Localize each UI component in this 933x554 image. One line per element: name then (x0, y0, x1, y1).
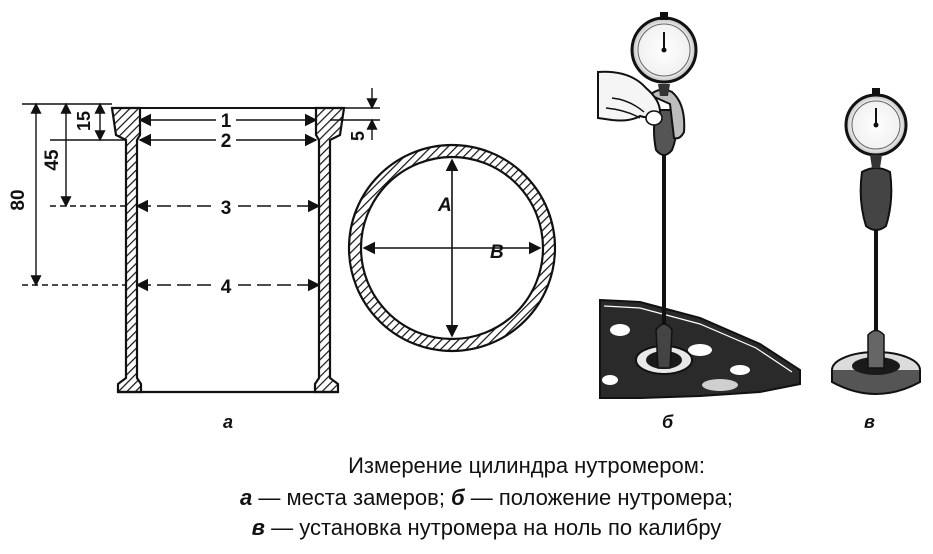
level-3-label: 3 (221, 198, 232, 219)
panel-b-label: б (662, 412, 674, 432)
dim-45: 45 (42, 149, 63, 171)
caption-text-v: — установка нутромера на ноль по калибру (264, 515, 722, 540)
left-dimensions (22, 102, 126, 287)
axis-a-label: A (437, 195, 452, 216)
dim-80: 80 (8, 189, 29, 210)
engine-block (599, 298, 801, 399)
caption-title: Измерение цилиндра нутромером: (348, 453, 705, 478)
caption-line-2: в — установка нутромера на ноль по калиб… (20, 514, 933, 542)
hand-icon (597, 70, 663, 126)
dim-15: 15 (74, 111, 94, 131)
panel-a-label: а (223, 412, 234, 432)
dim-5: 5 (348, 131, 368, 141)
panel-v-label: в (864, 412, 875, 432)
level-4-label: 4 (221, 277, 232, 298)
right-dimension (330, 88, 380, 140)
measurement-levels: 1 2 3 4 (135, 110, 321, 298)
caption-line-1: а — места замеров; б — положение нутроме… (20, 484, 933, 512)
caption-text-a: — места замеров; (252, 485, 452, 510)
caption-letter-b: б (451, 485, 465, 510)
bore-gauge-in-block (630, 12, 698, 369)
caption-letter-v: в (251, 515, 265, 540)
level-2-label: 2 (221, 131, 232, 152)
bore-gauge-on-calibrator (831, 88, 921, 395)
caption-text-b: — положение нутромера; (464, 485, 734, 510)
axis-b-label: B (490, 242, 504, 263)
level-1-label: 1 (221, 111, 232, 132)
bore-ring (347, 143, 557, 353)
caption-letter-a: а (239, 485, 253, 510)
